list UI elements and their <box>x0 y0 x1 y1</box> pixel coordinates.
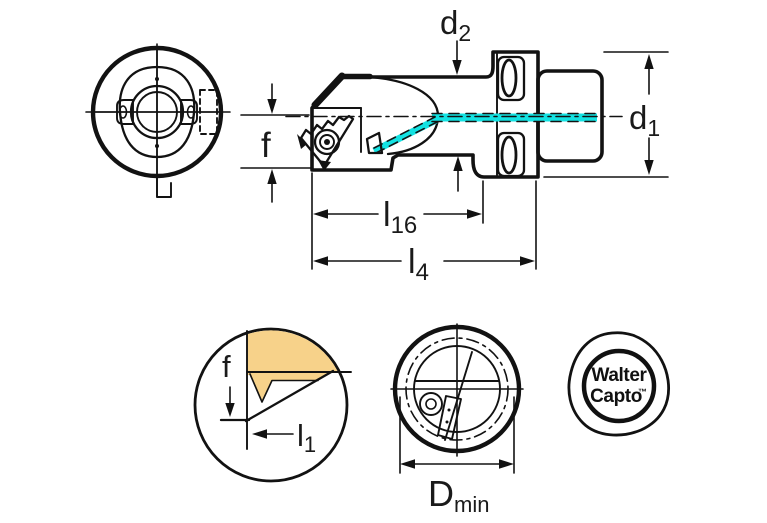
left-coolant-slot <box>116 99 134 125</box>
hidden-key-slot <box>199 89 218 135</box>
detail-circle <box>193 327 349 483</box>
insert-profile-fill <box>247 330 346 372</box>
flange-slot-bottom <box>496 131 526 178</box>
coolant-angled-wall-upper <box>373 116 436 149</box>
f-arrowhead-top <box>267 99 277 114</box>
left-slot-detail <box>118 105 128 119</box>
coolant-axial-bore <box>432 113 597 122</box>
l4-arrowhead-right <box>520 256 535 266</box>
insert-screw-mid <box>319 134 335 150</box>
flange-slot-bottom-pocket <box>500 135 518 175</box>
dimension-d2: d2 <box>440 4 471 192</box>
dimension-l4-label: l4 <box>408 243 429 286</box>
d1-arrowhead-top <box>644 54 654 69</box>
front-view-dmin: Dmin <box>390 323 524 517</box>
dmin-arrowhead-left <box>400 459 415 469</box>
logo-trademark: ™ <box>638 387 647 397</box>
logo-trilobe-shape <box>567 331 670 437</box>
dimension-dmin-label: Dmin <box>428 473 489 517</box>
clamp-screw-outer <box>419 392 443 416</box>
coolant-angled-wall-lower <box>375 121 438 154</box>
logo-capto-text: Capto <box>590 386 642 407</box>
end-view <box>85 43 231 198</box>
d1-arrowhead-bottom <box>644 160 654 175</box>
coolant-channel <box>372 112 598 155</box>
walter-capto-logo: Walter Capto ™ <box>567 331 670 437</box>
logo-walter-text: Walter <box>592 365 648 386</box>
right-coolant-slot <box>180 99 198 125</box>
coolant-angled-bore <box>372 116 438 155</box>
insert-dot-2 <box>445 420 449 424</box>
dimension-f-label: f <box>261 126 271 165</box>
dimension-d1: d1 <box>543 51 669 178</box>
d2-arrowhead-top <box>452 60 462 75</box>
orientation-tab <box>156 175 172 198</box>
clamp-screw-inner <box>425 398 437 410</box>
insert-body <box>299 114 355 168</box>
dimension-l1-label: l1 <box>297 418 316 457</box>
d2-arrowhead-bottom <box>453 156 463 171</box>
flange-slot-top-pocket <box>500 58 518 98</box>
thread-flank-line <box>244 369 335 423</box>
l1-arrowhead <box>252 429 267 439</box>
capto-flange-slots <box>496 55 526 178</box>
tool-body <box>310 50 540 179</box>
index-dot-bottom <box>155 144 159 148</box>
insert-profile-detail-view: f l1 <box>193 327 352 483</box>
detail-f-arrowhead <box>225 403 235 417</box>
thread-tooth-outline <box>249 373 319 403</box>
flange-slot-top <box>496 55 526 102</box>
dimension-l16: l16 <box>311 172 484 270</box>
pocket-side-edge <box>444 351 473 441</box>
l16-arrowhead-right <box>467 209 482 219</box>
relief-contour-curve <box>365 75 440 156</box>
side-view <box>285 50 623 179</box>
dimension-f-side: f <box>240 83 312 203</box>
coolant-exit-nozzle <box>365 131 384 155</box>
dimension-l4: l4 <box>313 180 537 286</box>
l16-arrowhead-left <box>313 209 328 219</box>
f-arrowhead-bottom <box>267 169 277 184</box>
detail-f-label: f <box>222 349 231 384</box>
dmin-arrowhead-right <box>499 459 514 469</box>
threading-insert <box>297 114 355 171</box>
right-slot-detail <box>186 105 196 119</box>
head-chamfer-edge <box>311 72 346 109</box>
dimension-d2-label: d2 <box>440 4 471 46</box>
insert-dot-1 <box>447 408 451 412</box>
index-dot-top <box>155 77 159 81</box>
pocket-gap-left <box>297 134 307 149</box>
pocket-gap-bottom <box>318 160 331 171</box>
logo-inner-ring <box>581 348 657 424</box>
insert-screw-outer <box>313 128 341 156</box>
insert-screw-center <box>324 139 330 145</box>
l4-arrowhead-left <box>313 256 328 266</box>
dimension-l16-label: l16 <box>383 196 417 239</box>
dimension-d1-label: d1 <box>629 99 660 141</box>
dmin-insert <box>437 395 462 440</box>
